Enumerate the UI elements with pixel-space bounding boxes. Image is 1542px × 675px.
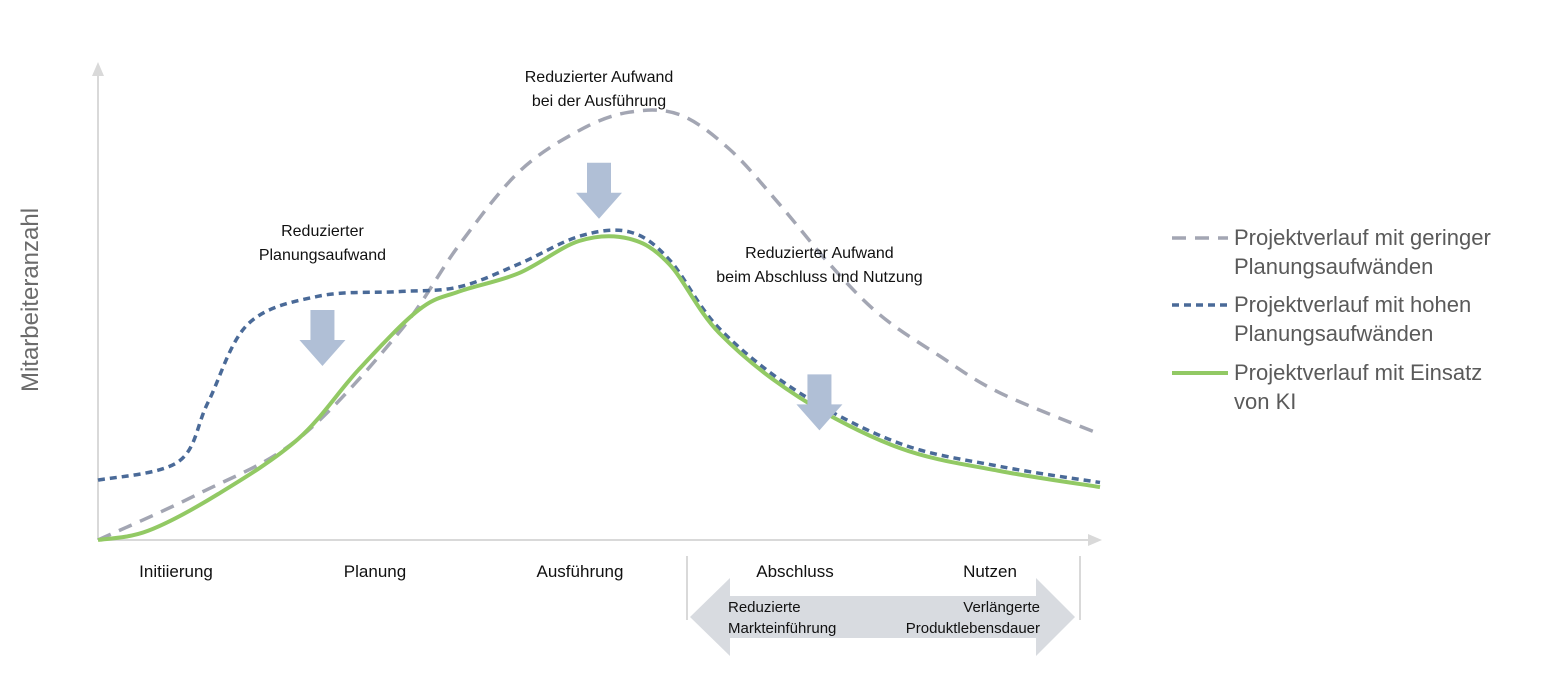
band-left-label: Reduzierte [728,599,801,616]
annotation-label: Reduzierter Aufwand [525,69,674,86]
annotation-label: bei der Ausführung [532,93,666,110]
series-line-2 [97,228,1101,485]
legend-label: Projektverlauf mit Einsatz [1234,360,1482,385]
down-arrow-icon [299,310,346,366]
y-axis-arrowhead [92,62,104,76]
y-axis-label: Mitarbeiteranzahl [17,208,44,392]
legend-label: Projektverlauf mit geringer [1234,225,1491,250]
annotation-label: Reduzierter Aufwand [745,245,894,262]
annotation-label: beim Abschluss und Nutzung [716,269,922,286]
phase-label: Abschluss [756,562,833,581]
down-arrow-icon [576,162,622,219]
phase-label: Nutzen [963,562,1017,581]
annotation-label: Planungsaufwand [259,247,386,264]
series-line-1 [97,108,1101,542]
annotation-label: Reduzierter [281,223,364,240]
series-line-3 [97,234,1101,542]
band-right-label: Verlängerte [963,599,1040,616]
phase-label: Planung [344,562,406,581]
timeline-band-arrow [690,578,1075,656]
phase-label: Ausführung [537,562,624,581]
band-left-label: Markteinführung [728,620,836,637]
x-axis-arrowhead [1088,534,1102,546]
down-arrow-icon [796,374,843,431]
legend-label: Projektverlauf mit hohen [1234,292,1471,317]
legend-label: von KI [1234,389,1296,414]
legend-label: Planungsaufwänden [1234,254,1433,279]
phase-label: Initiierung [139,562,213,581]
legend-label: Planungsaufwänden [1234,321,1433,346]
band-right-label: Produktlebensdauer [906,620,1040,637]
